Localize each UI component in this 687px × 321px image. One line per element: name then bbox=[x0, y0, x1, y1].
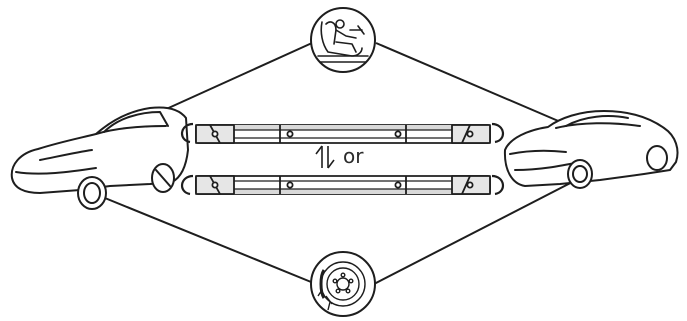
wheel-brake-icon bbox=[311, 252, 375, 316]
connector-text: or bbox=[343, 146, 363, 166]
car-front-left-icon bbox=[12, 107, 188, 209]
car-front-right-icon bbox=[505, 111, 678, 188]
swap-arrows-icon bbox=[316, 146, 334, 168]
tow-bar-top bbox=[182, 124, 503, 143]
driver-seat-icon bbox=[311, 8, 375, 72]
tow-bar-bottom bbox=[182, 176, 503, 194]
